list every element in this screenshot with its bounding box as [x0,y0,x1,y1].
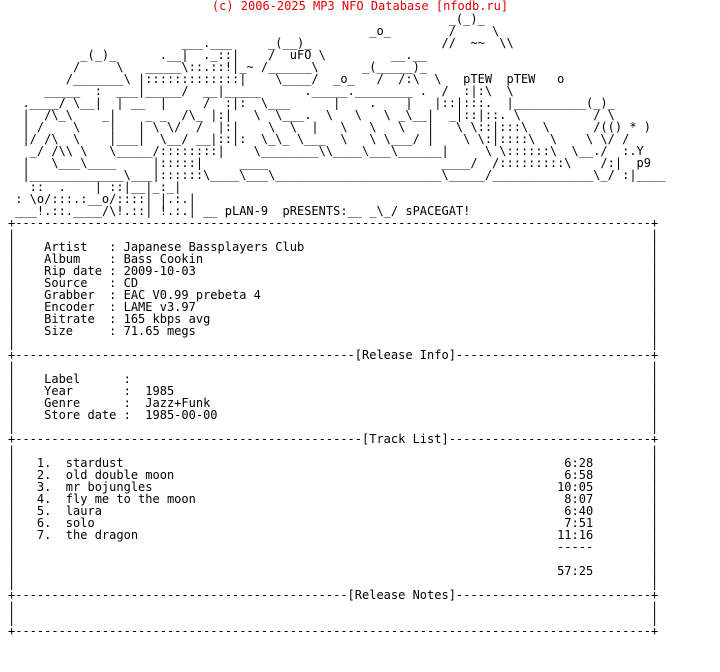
track-row: | 2. old double moon 6:58 | [8,468,659,482]
bitrate-row: | Bitrate : 165 kbps avg | [8,312,659,326]
track-row: | 3. mr bojungles 10:05 | [8,480,659,494]
genre-row: | Genre : Jazz+Funk | [8,396,659,410]
store-date-row: | Store date : 1985-00-00 | [8,408,659,422]
ascii-art-banner: _(_)_ _o_ / \ ___.___ _(__)_ // ~~ \\ _(… [8,13,665,217]
ascii-art-line: | / \ | | \ \/ / |:| \ \ | \ \ \ | \ \::… [8,120,651,134]
ascii-art-line: : \o/:::.:__o/::::| |.:.| [8,192,196,206]
track-row: | 6. solo 7:51 | [8,516,659,530]
year-row: | Year : 1985 | [8,384,659,398]
ascii-art-line: |/ /\ \ |___| \__/ __|::|: \_\_ \___ \ \… [8,132,630,146]
ascii-art-line: _(_)_ [8,12,485,26]
track-list: | 1. stardust 6:28 || 2. old double moon… [8,457,665,541]
track-row: | 5. laura 6:40 | [8,504,659,518]
total-rule-row: | ----- | [8,540,659,554]
release-notes-divider: +---------------------------------------… [8,588,659,602]
ascii-art-line: / \ _____\::.::!|_~ /______\ _(_____)_ [8,60,428,74]
track-row: | 7. the dragon 11:16 | [8,528,659,542]
top-border: +---------------------------------------… [8,216,659,230]
label-row: | Label : | [8,372,659,386]
artist-row: | Artist : Japanese Bassplayers Club | [8,240,659,254]
site-header: (c) 2006-2025 MP3 NFO Database [nfodb.ru… [0,0,720,13]
ascii-art-line: | /\_\ _| _ _ /\_ |:| \ \___. \ \ \ _\__… [8,108,615,122]
blank-row: | | [8,336,659,350]
total-time-row: | 57:25 | [8,564,659,578]
ascii-art-line: _o_ / \ [8,24,500,38]
ascii-art-line: .____/ \__| | __ | / :|: \___ | . | |::|… [8,96,615,110]
ascii-art-line: _/ /\\ \ \_____/::::::::| \________\\___… [8,144,644,158]
blank-row: | | [8,552,659,566]
ascii-art-line: ___!.::.____/\!.::| !.:.| __ pLAN-9 pRES… [8,204,471,218]
size-row: | Size : 71.65 megs | [8,324,659,338]
grabber-row: | Grabber : EAC V0.99 prebeta 4 | [8,288,659,302]
source-row: | Source : CD | [8,276,659,290]
ascii-art-line: |_____________\___|::::::\____\___\_____… [8,168,666,182]
blank-row: | | [8,576,659,590]
ascii-art-line: :: . | ::|__|_:_| [8,180,182,194]
bottom-border: +---------------------------------------… [8,624,659,638]
site-header-text: (c) 2006-2025 MP3 NFO Database [nfodb.ru… [211,0,509,13]
blank-row: | | [8,228,659,242]
ascii-art-line: _____ : ___|_____/ __|_____ ._____._____… [8,84,514,98]
rip-date-row: | Rip date : 2009-10-03 | [8,264,659,278]
ascii-art-line: /_______\ |:::::::::::::| \____/ _o_ / /… [8,72,565,86]
track-row: | 1. stardust 6:28 | [8,456,659,470]
blank-row: | | [8,600,659,614]
nfo-document: _(_)_ _o_ / \ ___.___ _(__)_ // ~~ \\ _(… [8,13,665,637]
encoder-row: | Encoder : LAME v3.97 | [8,300,659,314]
ascii-art-line: | \___\____ |:::::| ____ ____/ /::::::::… [8,156,651,170]
blank-row: | | [8,420,659,434]
track-row: | 4. fly me to the moon 8:07 | [8,492,659,506]
album-row: | Album : Bass Cookin | [8,252,659,266]
ascii-art-line: ___.___ _(__)_ // ~~ \\ [8,36,514,50]
track-list-divider: +---------------------------------------… [8,432,659,446]
blank-row: | | [8,444,659,458]
blank-row: | | [8,360,659,374]
ascii-art-line: _(_)_ .__| ._::| / uFO \ __.__ [8,48,428,62]
release-info-divider: +---------------------------------------… [8,348,659,362]
blank-row: | | [8,612,659,626]
